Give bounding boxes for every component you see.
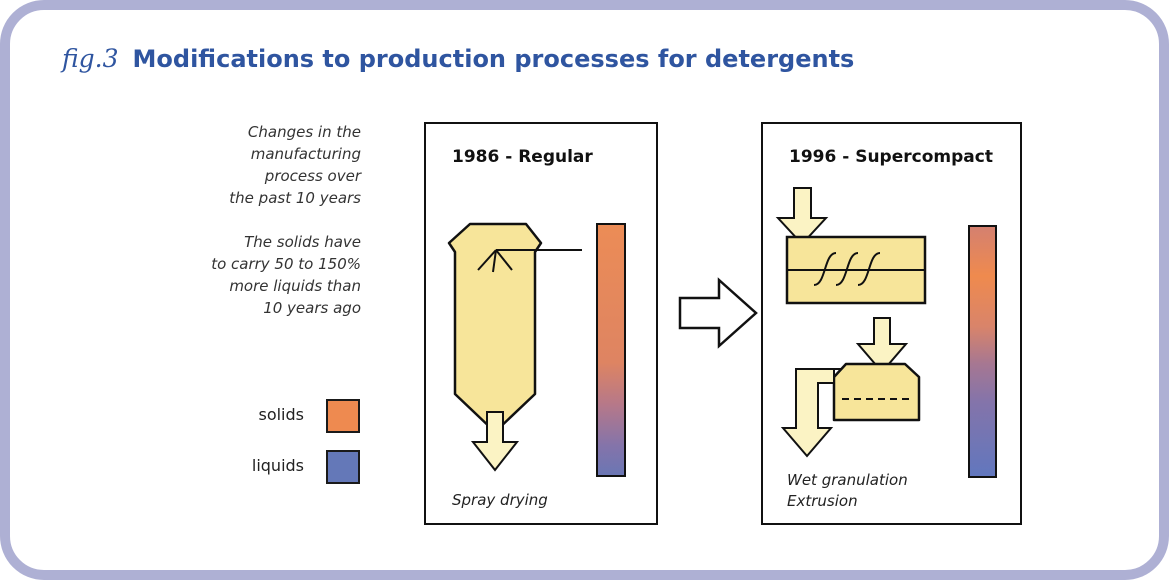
granulator-icon — [785, 235, 927, 305]
legend-solids-swatch — [326, 399, 360, 433]
composition-bar-supercompact — [968, 225, 997, 478]
process-arrow-icon — [678, 277, 758, 349]
transfer-arrow-icon — [855, 317, 909, 374]
legend-solids-label: solids — [258, 405, 304, 424]
feed-arrow-icon — [775, 187, 829, 246]
spray-dryer-icon — [447, 222, 582, 434]
note-changes: Changes in the manufacturing process ove… — [229, 123, 361, 207]
extruder-icon — [780, 362, 921, 458]
panel-regular-caption: Spray drying — [452, 491, 548, 509]
composition-bar-regular — [596, 223, 626, 477]
side-notes: Changes in the manufacturing process ove… — [121, 121, 361, 319]
figure-title-text: Modifications to production processes fo… — [132, 45, 855, 73]
panel-supercompact-caption-line1: Wet granulation — [787, 471, 908, 489]
panel-supercompact-caption-line2: Extrusion — [787, 492, 858, 510]
panel-supercompact-heading: 1996 - Supercompact — [789, 147, 993, 167]
note-solids-liquids: The solids have to carry 50 to 150% more… — [211, 233, 361, 317]
legend-liquids-label: liquids — [251, 456, 304, 475]
legend-liquids-swatch — [326, 450, 360, 484]
figure-title: fig.3 Modifications to production process… — [62, 44, 854, 73]
panel-regular-heading: 1986 - Regular — [452, 147, 593, 167]
figure-label: fig.3 — [62, 44, 119, 73]
down-arrow-icon — [470, 411, 520, 472]
